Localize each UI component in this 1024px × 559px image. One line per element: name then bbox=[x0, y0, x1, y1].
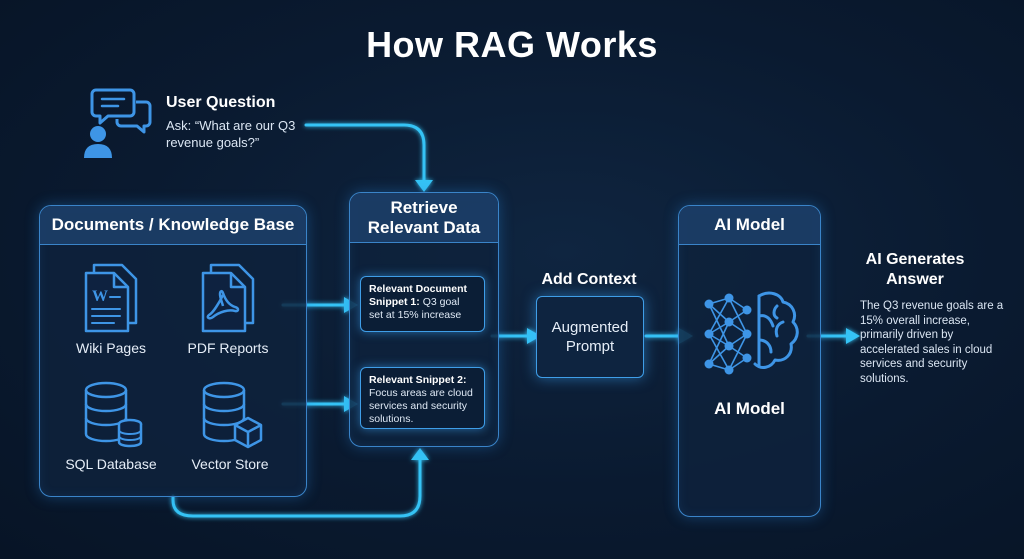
answer-text: The Q3 revenue goals are a 15% overall i… bbox=[860, 300, 1004, 385]
ai-model-header: AI Model bbox=[679, 206, 820, 245]
arrowhead-icon bbox=[415, 180, 433, 192]
arrowhead-icon bbox=[411, 448, 429, 460]
wiki-pages-label: Wiki Pages bbox=[75, 340, 147, 356]
pdf-document-icon bbox=[197, 263, 259, 333]
vector-store-icon bbox=[198, 380, 264, 450]
sql-database-label: SQL Database bbox=[65, 456, 157, 472]
kb-loop-arrow bbox=[171, 456, 422, 518]
svg-text:W: W bbox=[92, 288, 108, 305]
question-to-retrieve-arrow bbox=[304, 123, 426, 184]
augmented-prompt-label: Augmented Prompt bbox=[551, 319, 629, 355]
word-document-icon: W bbox=[80, 263, 142, 333]
snippet-2-title: Relevant Snippet 2: bbox=[369, 374, 467, 386]
page-title: How RAG Works bbox=[366, 24, 658, 65]
user-question-text: Ask: “What are our Q3 revenue goals?” bbox=[166, 118, 296, 150]
retrieve-header: Retrieve Relevant Data bbox=[350, 193, 498, 243]
vector-store-label: Vector Store bbox=[191, 456, 269, 472]
ai-model-panel: AI Model bbox=[678, 205, 821, 517]
neural-network-brain-icon bbox=[699, 288, 799, 380]
ai-model-label: AI Model bbox=[714, 399, 785, 418]
add-context-heading: Add Context bbox=[541, 271, 637, 288]
snippet-1-title: Relevant Document Snippet 1: bbox=[369, 283, 468, 308]
user-question-icon bbox=[78, 86, 154, 160]
user-question-heading: User Question bbox=[166, 94, 276, 111]
sql-database-icon bbox=[80, 380, 144, 450]
snippet-2-text: Focus areas are cloud services and secur… bbox=[369, 387, 473, 425]
arrowhead-icon bbox=[846, 328, 860, 344]
snippet-2: Relevant Snippet 2: Focus areas are clou… bbox=[360, 367, 485, 429]
augmented-prompt-box: Augmented Prompt bbox=[536, 296, 644, 378]
pdf-reports-label: PDF Reports bbox=[187, 340, 269, 356]
answer-heading: AI Generates Answer bbox=[865, 251, 965, 288]
snippet-1: Relevant Document Snippet 1: Q3 goal set… bbox=[360, 276, 485, 332]
knowledge-base-header: Documents / Knowledge Base bbox=[40, 206, 306, 245]
arrowhead-icon bbox=[527, 328, 541, 344]
snippet-1-text: Q3 goal set at 15% increase bbox=[369, 296, 462, 321]
knowledge-base-panel: Documents / Knowledge Base W Wiki Pages bbox=[39, 205, 307, 497]
